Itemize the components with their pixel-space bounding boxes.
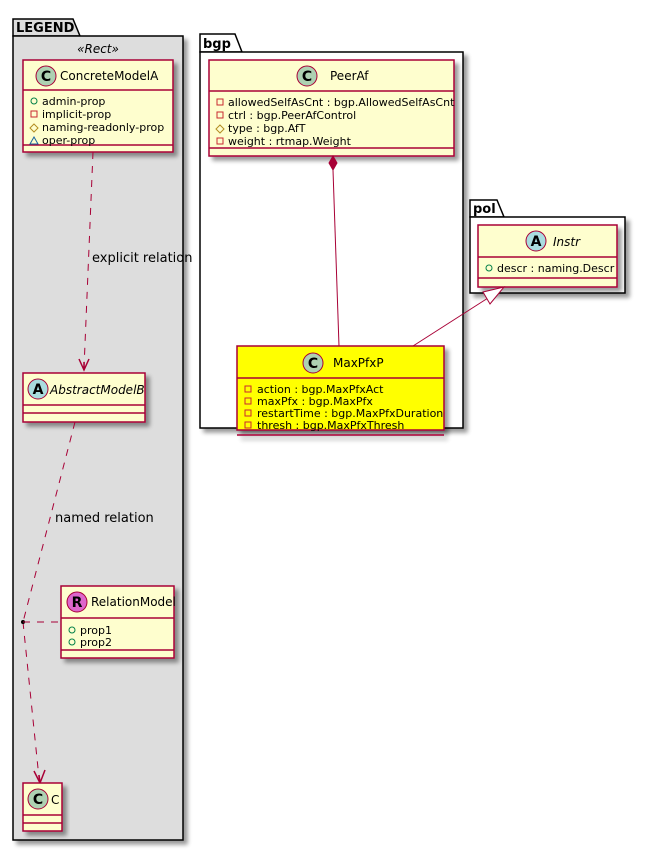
class-name: ConcreteModelA (60, 69, 159, 83)
class-name: AbstractModelB (49, 383, 145, 397)
named-relation-edge (22, 421, 76, 623)
attribute: oper-prop (42, 134, 95, 147)
class-name: PeerAf (330, 69, 369, 83)
attribute: type : bgp.AfT (228, 122, 306, 135)
attr-list: admin-prop implicit-prop naming-readonly… (29, 95, 164, 147)
private-icon (216, 111, 224, 119)
legend-title: LEGEND (16, 21, 75, 36)
class-name: MaxPfxP (333, 356, 384, 370)
attr-list: descr : naming.Descr (485, 262, 615, 275)
private-icon (244, 397, 252, 405)
protected-icon (29, 123, 39, 133)
generalization-edge (412, 297, 489, 347)
private-icon (30, 110, 38, 118)
svg-text:C: C (41, 69, 51, 85)
class-spot-icon: C (35, 65, 57, 87)
legend-frame (12, 35, 184, 841)
public-icon (485, 264, 493, 272)
attr-list: action : bgp.MaxPfxAct maxPfx : bgp.MaxP… (244, 383, 443, 432)
class-maxpfxp[interactable] (236, 345, 445, 436)
named-relation-edge-lower (22, 621, 40, 779)
attribute: descr : naming.Descr (497, 262, 615, 275)
attribute: restartTime : bgp.MaxPfxDuration (257, 407, 443, 420)
class-spot-icon: C (302, 352, 324, 374)
private-icon (216, 98, 224, 106)
attribute: ctrl : bgp.PeerAfControl (228, 109, 356, 122)
attribute: implicit-prop (42, 108, 111, 121)
svg-text:A: A (531, 234, 542, 250)
attribute: prop1 (80, 624, 112, 637)
public-icon (68, 638, 76, 646)
legend-package: LEGEND «Rect» (12, 18, 184, 841)
bgp-title: bgp (203, 37, 231, 52)
composition-diamond-icon (328, 154, 338, 172)
package-icon (29, 135, 39, 145)
attr-list: prop1 prop2 (68, 624, 112, 649)
composition-edge (332, 169, 340, 347)
generalization-triangle-icon (482, 286, 506, 305)
explicit-relation-label: explicit relation (92, 251, 192, 266)
private-icon (244, 421, 252, 429)
attribute: thresh : bgp.MaxPfxThresh (257, 419, 404, 432)
pol-title: pol (473, 202, 496, 217)
private-icon (244, 385, 252, 393)
svg-text:C: C (302, 69, 312, 85)
attribute: allowedSelfAsCnt : bgp.AllowedSelfAsCnt (228, 96, 455, 109)
class-name: Instr (553, 235, 581, 249)
svg-text:A: A (33, 382, 44, 398)
attribute: admin-prop (42, 95, 105, 108)
attribute: prop2 (80, 636, 112, 649)
class-peeraf[interactable] (208, 59, 455, 157)
legend-stereotype: «Rect» (77, 42, 119, 56)
attribute: maxPfx : bgp.MaxPfx (257, 395, 373, 408)
attr-list: allowedSelfAsCnt : bgp.AllowedSelfAsCnt … (215, 96, 455, 148)
class-concrete-model-a[interactable] (22, 59, 174, 153)
abstract-spot-icon: A (27, 378, 49, 400)
arrow-head-icon (78, 358, 90, 372)
named-relation-label: named relation (55, 511, 154, 526)
attribute: weight : rtmap.Weight (228, 135, 352, 148)
public-icon (68, 626, 76, 634)
svg-text:C: C (308, 356, 318, 372)
attribute: naming-readonly-prop (42, 121, 164, 134)
class-spot-icon: C (296, 65, 318, 87)
private-icon (216, 137, 224, 145)
abstract-spot-icon: A (525, 230, 547, 252)
class-name: RelationModel (91, 595, 176, 609)
protected-icon (215, 124, 225, 134)
class-spot-icon: C (27, 788, 49, 810)
public-icon (30, 97, 38, 105)
class-instr[interactable] (477, 224, 618, 288)
private-icon (244, 409, 252, 417)
relation-spot-icon: R (66, 591, 88, 613)
svg-text:R: R (72, 595, 83, 611)
attribute: action : bgp.MaxPfxAct (257, 383, 384, 396)
svg-text:C: C (33, 792, 43, 808)
class-name: C (51, 793, 59, 807)
